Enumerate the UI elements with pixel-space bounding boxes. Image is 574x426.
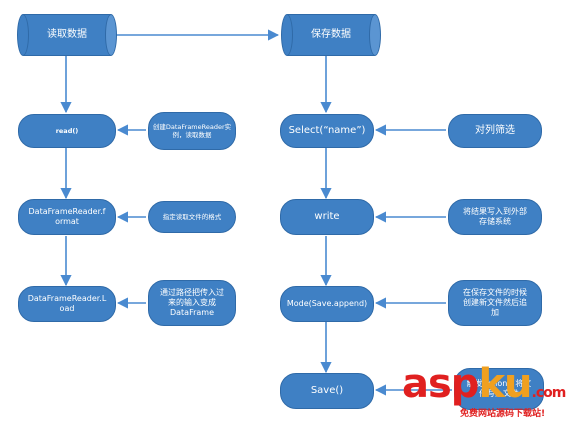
column-filter-note: 对列筛选 bbox=[448, 114, 542, 148]
mode-fn-node: Mode(Save.append) bbox=[280, 286, 374, 322]
mode-note-label: 在保存文件的时候 创建新文件然后追 加 bbox=[463, 288, 527, 317]
write-external-note: 将结果写入到外部 存储系统 bbox=[448, 199, 542, 235]
format-note: 指定读取文件的格式 bbox=[148, 201, 236, 233]
save-data-label: 保存数据 bbox=[311, 28, 351, 40]
save-fn-node: Save() bbox=[280, 373, 374, 409]
reader-format-node: DataFrameReader.f ormat bbox=[18, 199, 116, 235]
load-note: 通过路径把传入过 来的输入变成 DataFrame bbox=[148, 280, 236, 326]
mode-fn-label: Mode(Save.append) bbox=[286, 299, 368, 308]
column-filter-note-label: 对列筛选 bbox=[475, 124, 515, 136]
save-note: 触发action，将文 件写入文件 bbox=[454, 368, 544, 410]
select-fn-label: Select(“name”) bbox=[288, 124, 366, 136]
read-fn-node: read() bbox=[18, 114, 116, 148]
save-data-node: 保存数据 bbox=[281, 14, 381, 56]
read-data-node: 读取数据 bbox=[17, 14, 117, 56]
aspku-watermark: aspku.com 免费网站源码下载站! bbox=[402, 360, 572, 424]
logo-main-text: asp bbox=[402, 361, 479, 407]
read-data-label: 读取数据 bbox=[47, 28, 87, 40]
create-reader-note-label: 创建DataFrameReader实 例，读取数据 bbox=[152, 122, 232, 139]
aspku-logo: aspku.com bbox=[402, 361, 567, 407]
reader-load-node: DataFrameReader.L oad bbox=[18, 286, 116, 322]
write-external-note-label: 将结果写入到外部 存储系统 bbox=[463, 207, 527, 226]
save-fn-label: Save() bbox=[310, 384, 344, 396]
reader-format-label: DataFrameReader.f ormat bbox=[28, 207, 106, 226]
write-fn-node: write bbox=[280, 199, 374, 235]
select-fn-node: Select(“name”) bbox=[280, 114, 374, 148]
format-note-label: 指定读取文件的格式 bbox=[162, 212, 222, 221]
write-fn-label: write bbox=[314, 210, 340, 222]
read-fn-label: read() bbox=[55, 126, 79, 135]
save-note-label: 触发action，将文 件写入文件 bbox=[466, 379, 532, 398]
logo-tld-text: .com bbox=[531, 385, 567, 401]
reader-load-label: DataFrameReader.L oad bbox=[27, 294, 107, 313]
create-reader-note: 创建DataFrameReader实 例，读取数据 bbox=[148, 112, 236, 150]
logo-ku-text: ku bbox=[478, 361, 532, 407]
mode-note: 在保存文件的时候 创建新文件然后追 加 bbox=[448, 280, 542, 326]
watermark-subtitle: 免费网站源码下载站! bbox=[460, 409, 546, 419]
load-note-label: 通过路径把传入过 来的输入变成 DataFrame bbox=[160, 288, 224, 317]
